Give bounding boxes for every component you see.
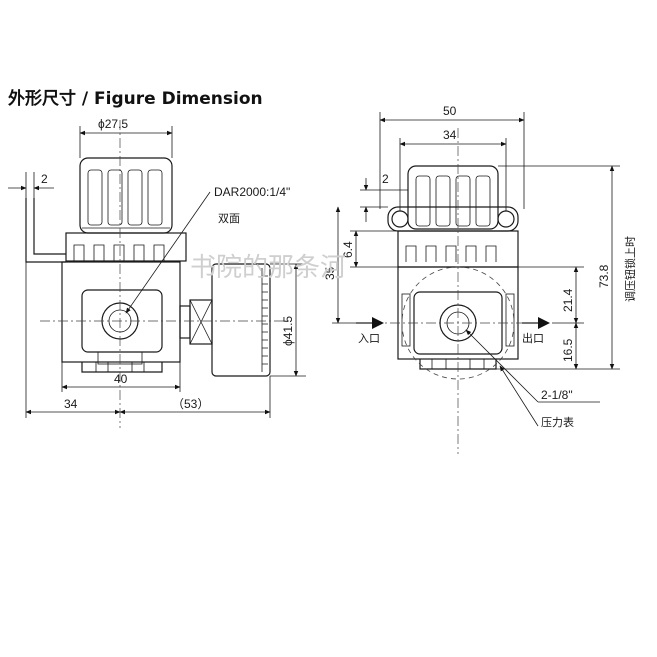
- outlet-arrow-icon: [538, 317, 550, 329]
- left-pressure-gauge: [211, 263, 271, 377]
- dim-body-heights: 21.4 16.5: [496, 266, 584, 370]
- right-leaders: 2-1/8" 压力表: [465, 329, 600, 429]
- dim-ring-height: 6.4: [341, 230, 398, 268]
- left-adjust-knob: [79, 157, 173, 234]
- dim-bracket-thickness-label: 2: [41, 172, 48, 186]
- dim-overall-height-label: 73.8: [597, 264, 611, 288]
- dim-knob-diameter: ϕ27.5: [79, 117, 173, 158]
- inlet-arrow-icon: [372, 317, 384, 329]
- dim-plate-width: 50: [379, 104, 525, 209]
- outlet-label: 出口: [522, 331, 544, 345]
- left-bracket: [25, 198, 66, 263]
- flow-arrows: 入口 出口: [356, 317, 550, 345]
- port-size-label: 2-1/8": [541, 388, 573, 402]
- dim-hole-spacing-label: 34: [443, 128, 457, 142]
- left-view: ϕ27.5 2 DAR2000:1/4" 双面 ϕ41.5 40: [8, 117, 306, 428]
- model-label: DAR2000:1/4": [214, 185, 290, 199]
- figure-title: 外形尺寸 / Figure Dimension: [8, 89, 263, 109]
- left-gauge-stem: [179, 299, 213, 345]
- left-leaders: DAR2000:1/4" 双面: [125, 185, 290, 314]
- dim-gauge-reach-label: （53）: [172, 397, 209, 411]
- dim-gauge-diameter-label: ϕ41.5: [281, 316, 295, 346]
- dim-ring-height-label: 6.4: [341, 241, 355, 258]
- dim-mount-to-center-label: 35: [323, 266, 337, 280]
- lock-state-label: 调压钮锁上时: [623, 236, 637, 302]
- dim-body-width-label: 40: [114, 372, 128, 386]
- right-view: 入口 出口 50 34 2 6.4: [323, 104, 637, 454]
- dim-upper-height-label: 21.4: [561, 288, 575, 312]
- dim-left-offset-label: 34: [64, 397, 78, 411]
- dim-bracket-thickness: 2: [8, 172, 54, 198]
- left-lock-ring: [65, 232, 187, 262]
- dim-mount-to-center: 35: [323, 206, 356, 324]
- dim-hole-spacing: 34: [399, 128, 507, 211]
- right-adjust-knob: [407, 165, 499, 230]
- dim-knob-diameter-label: ϕ27.5: [98, 117, 128, 131]
- left-body: [61, 261, 181, 373]
- double-face-label: 双面: [218, 212, 240, 225]
- dim-body-width: 40: [61, 338, 181, 392]
- dim-overall-widths: 34 （53）: [25, 262, 271, 418]
- inlet-label: 入口: [358, 332, 380, 345]
- dim-gauge-diameter: ϕ41.5: [270, 263, 306, 377]
- dim-lower-height-label: 16.5: [561, 338, 575, 362]
- dim-overall-height: 73.8 调压钮锁上时: [498, 165, 637, 370]
- dim-plate-thickness-label: 2: [382, 172, 389, 186]
- watermark-text: 书院的那条河: [190, 253, 346, 283]
- dim-plate-thickness: 2: [360, 172, 408, 222]
- dim-plate-width-label: 50: [443, 104, 457, 118]
- pressure-gauge-label: 压力表: [541, 415, 574, 429]
